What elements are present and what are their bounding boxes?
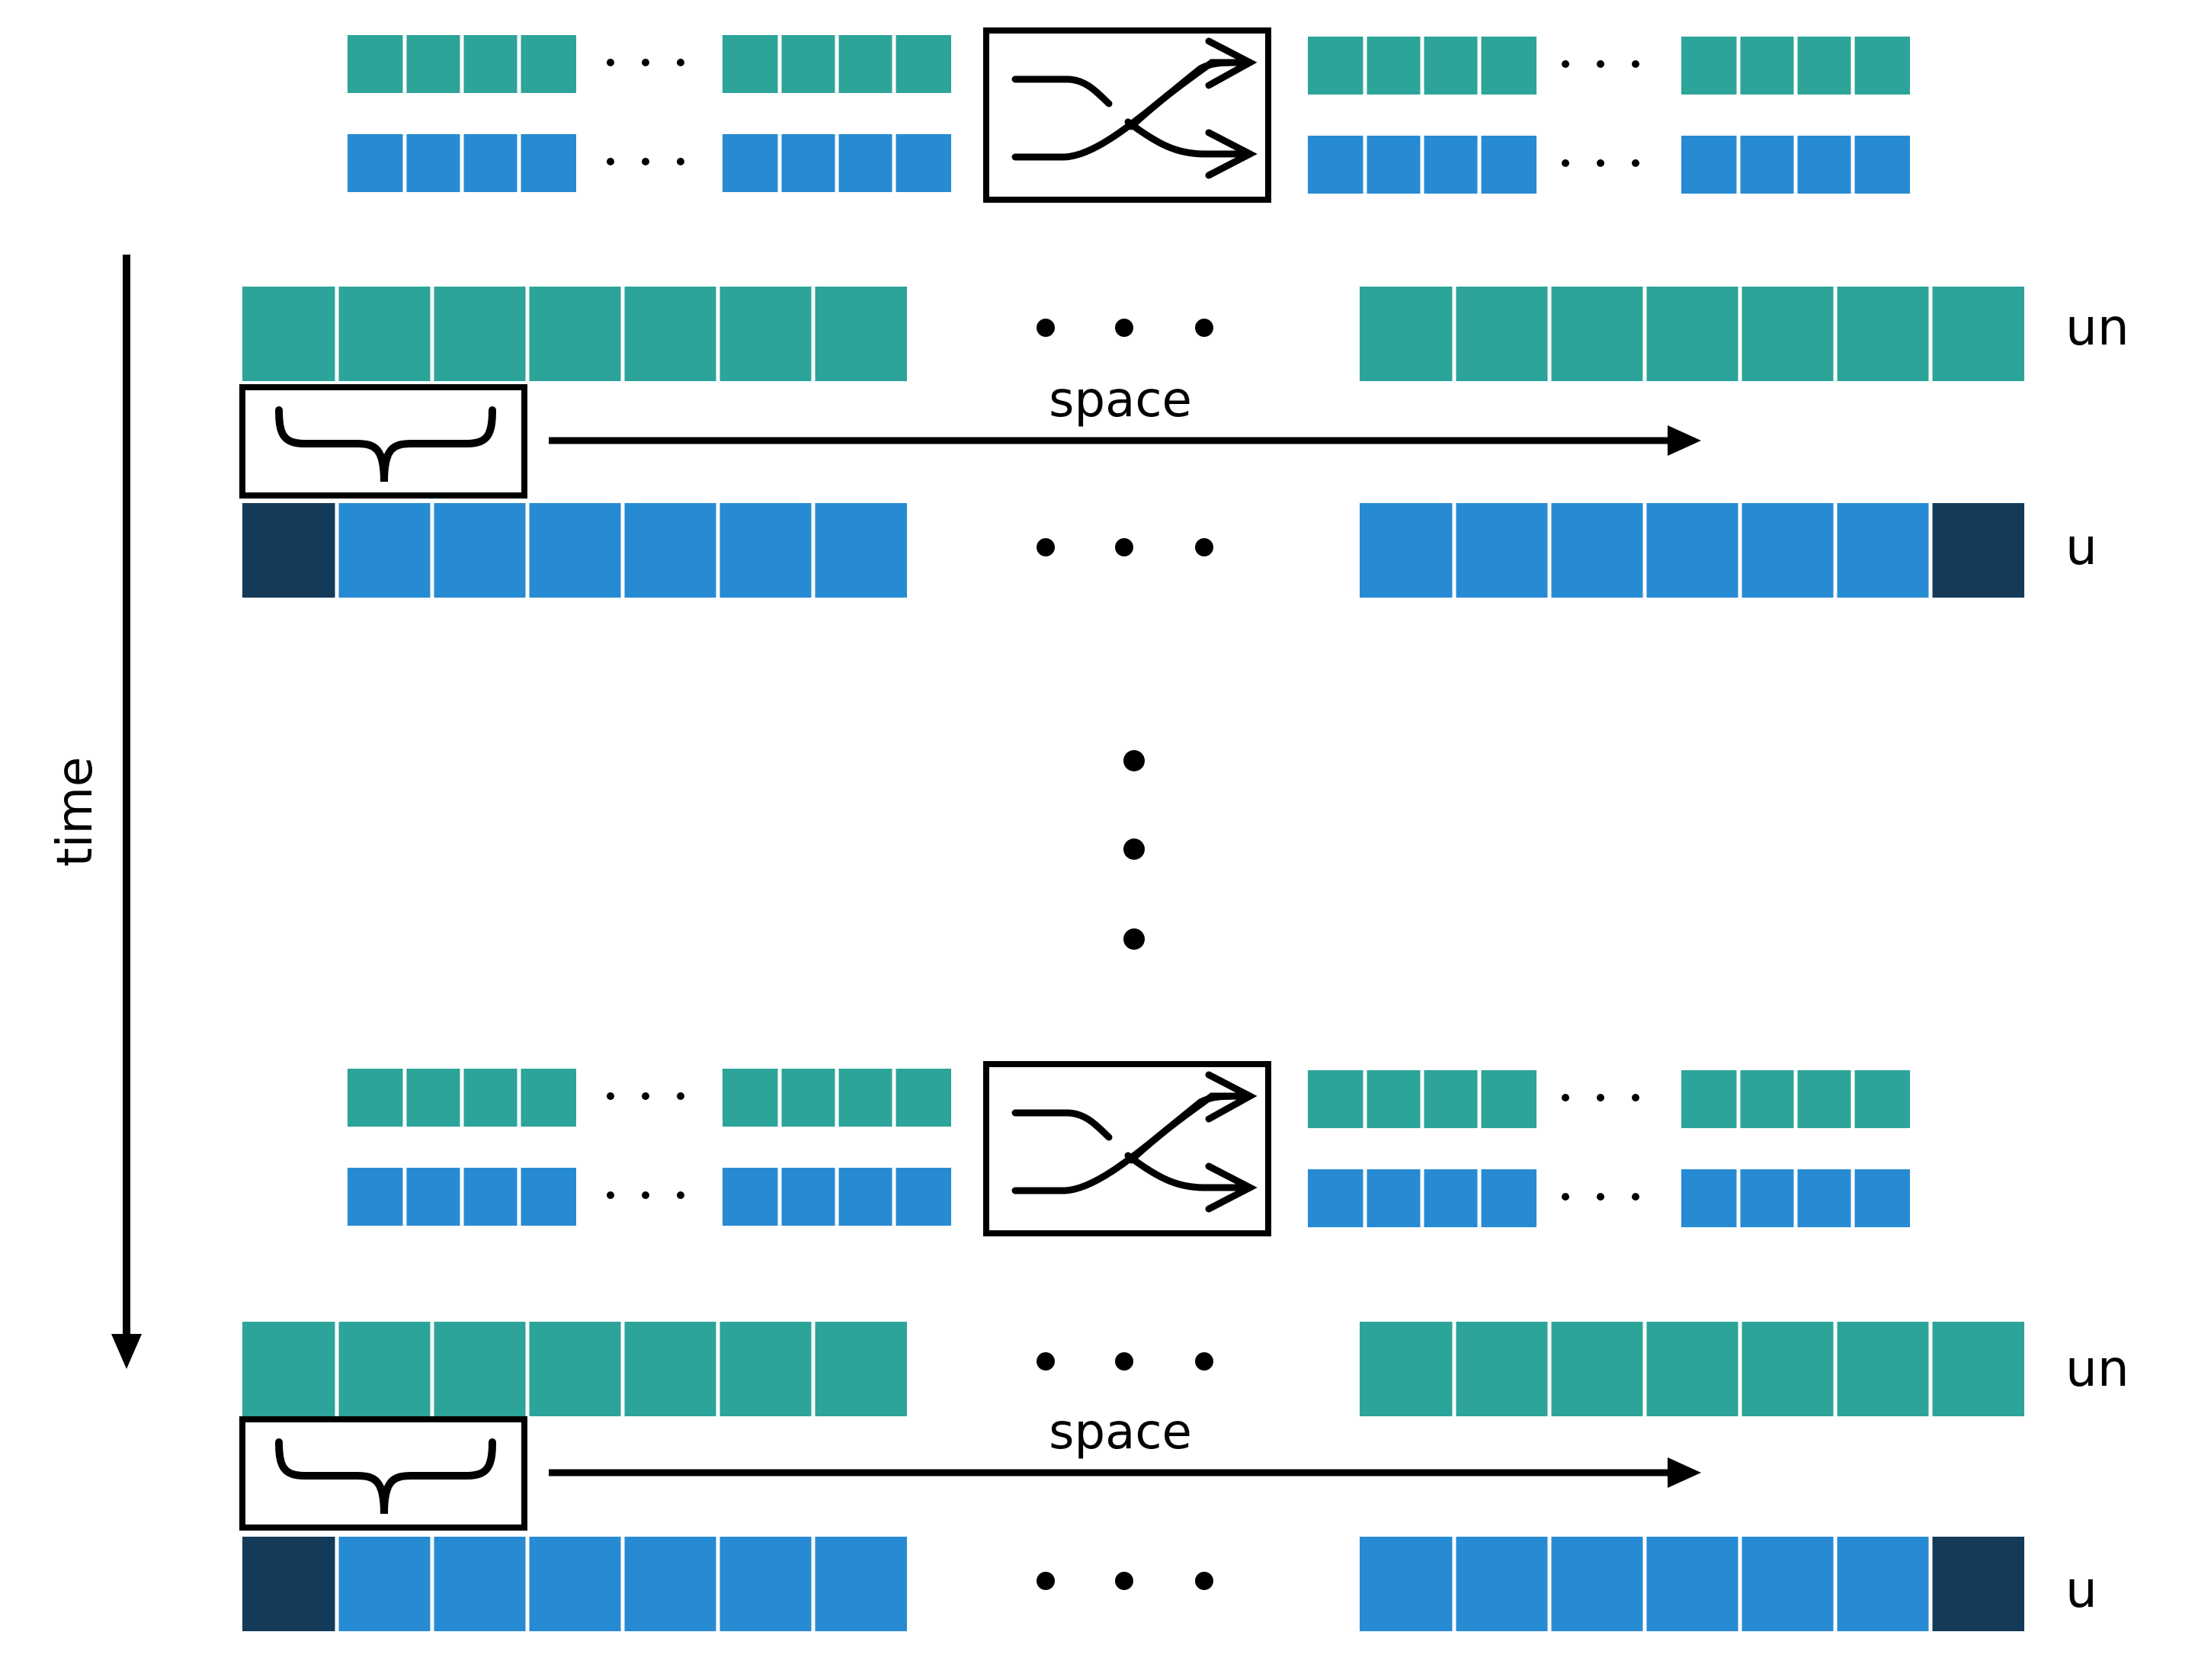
small-array-bottom-right-b [1681, 1169, 1910, 1227]
un-array-row: un [242, 1322, 2129, 1416]
space-label: space [1049, 372, 1192, 428]
space-arrow: space [549, 372, 1701, 456]
small-array-bottom-right-a [1308, 136, 1536, 194]
halo-exchange-block [348, 27, 1910, 203]
space-arrow: space [549, 1404, 1701, 1488]
small-array-top-right-b [1681, 1070, 1910, 1128]
small-array-bottom-mid [723, 1168, 951, 1226]
stencil-box [239, 1416, 527, 1531]
curly-brace-icon [275, 1438, 496, 1515]
space-label: space [1049, 1404, 1192, 1460]
time-label: time [47, 757, 104, 867]
small-array-top-mid [723, 1069, 951, 1127]
row-label-un: un [2065, 1339, 2129, 1398]
timestep-2: un space [239, 1061, 2129, 1631]
ellipsis-icon [1562, 1094, 1639, 1101]
row-label-u: u [2065, 518, 2097, 576]
small-array-top-right-b [1681, 37, 1910, 95]
small-array-bottom-left [348, 1168, 576, 1226]
ellipsis-icon [1562, 159, 1639, 167]
ellipsis-icon [607, 1092, 684, 1100]
small-array-top-left [348, 35, 576, 93]
row-label-un: un [2065, 298, 2129, 357]
ellipsis-icon [1562, 1193, 1639, 1201]
boundary-cell-left [242, 1537, 337, 1631]
ellipsis-icon [607, 158, 684, 165]
un-array-row: un [242, 287, 2129, 381]
boundary-cell-right [1931, 503, 2024, 598]
halo-exchange-block [348, 1061, 1910, 1236]
small-array-bottom-right-a [1308, 1169, 1536, 1227]
row-label-u: u [2065, 1560, 2097, 1619]
small-array-top-right-a [1308, 1070, 1536, 1128]
small-array-top-left [348, 1069, 576, 1127]
time-axis: time [47, 255, 142, 1369]
ellipsis-icon [1562, 60, 1639, 68]
small-array-top-right-a [1308, 37, 1536, 95]
small-array-top-mid [723, 35, 951, 93]
ellipsis-icon [607, 1191, 684, 1199]
u-array-row: u [242, 503, 2097, 598]
ellipsis-icon [1037, 319, 1213, 337]
boundary-cell-left [242, 503, 337, 598]
ellipsis-icon [1037, 1572, 1213, 1590]
timestep-1: un space [239, 27, 2129, 598]
boundary-cell-right [1931, 1537, 2024, 1631]
small-array-bottom-mid [723, 134, 951, 192]
small-array-bottom-right-b [1681, 136, 1910, 194]
swap-arrows-icon [983, 1061, 1271, 1236]
swap-arrows-icon [983, 27, 1271, 203]
ellipsis-icon [607, 59, 684, 66]
small-array-bottom-left [348, 134, 576, 192]
ellipsis-icon [1037, 1352, 1213, 1371]
curly-brace-icon [275, 406, 496, 483]
u-array-row: u [242, 1537, 2097, 1631]
ellipsis-icon [1037, 538, 1213, 556]
vertical-ellipsis-icon [1123, 750, 1145, 950]
stencil-box [239, 384, 527, 499]
